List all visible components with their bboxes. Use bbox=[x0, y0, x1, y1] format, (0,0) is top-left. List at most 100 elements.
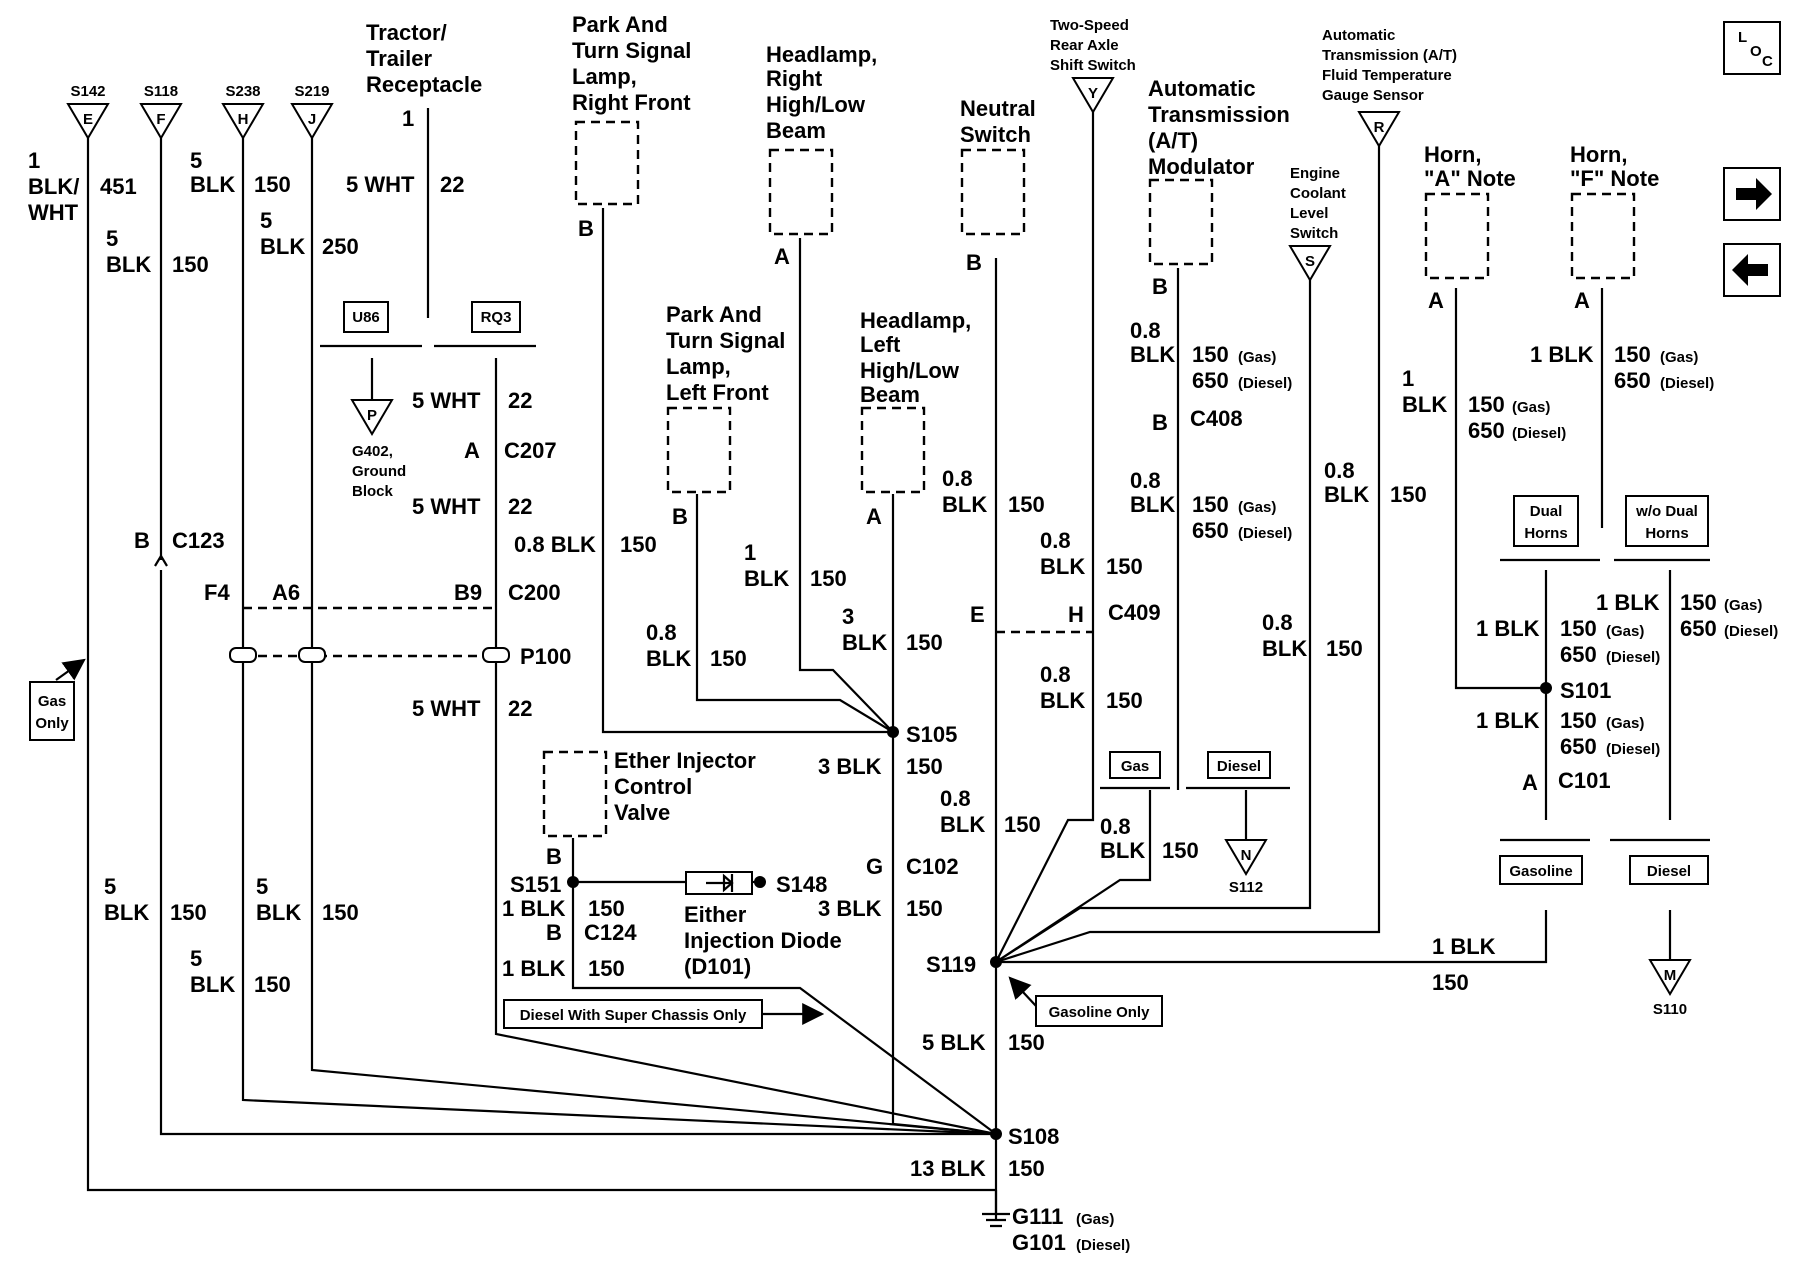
headlamp-right-l3: High/Low bbox=[766, 92, 866, 117]
wire-headlamp-left bbox=[891, 494, 997, 1136]
s238-bottom-color: BLK bbox=[190, 972, 235, 997]
dual-diesel-note: (Diesel) bbox=[1606, 649, 1660, 666]
s108-out-circuit: 150 bbox=[1008, 1156, 1045, 1181]
pin-a6: A6 bbox=[272, 580, 300, 605]
coolant-l2: Coolant bbox=[1290, 185, 1346, 202]
tractor-pin: 1 bbox=[402, 106, 414, 131]
tractor-circuit: 22 bbox=[440, 172, 464, 197]
pin-c124-b: B bbox=[546, 920, 562, 945]
pin-headlamp-left-a: A bbox=[866, 504, 882, 529]
s142-color-l1: BLK/ bbox=[28, 174, 79, 199]
ether-l3: Valve bbox=[614, 800, 670, 825]
neutral-size: 0.8 bbox=[942, 466, 973, 491]
letter-r: R bbox=[1374, 119, 1385, 136]
s142-circuit: 451 bbox=[100, 174, 137, 199]
tag-diesel-mod bbox=[1207, 751, 1271, 779]
loc-icon[interactable] bbox=[1723, 21, 1781, 75]
label-s238: S238 bbox=[225, 83, 260, 100]
triangle-g402 bbox=[350, 399, 394, 436]
coolant-circuit: 150 bbox=[1326, 636, 1363, 661]
horn-a-size: 1 bbox=[1402, 366, 1414, 391]
label-s105: S105 bbox=[906, 722, 957, 747]
box-ether-valve bbox=[542, 750, 608, 838]
s118-bottom-color: BLK bbox=[104, 900, 149, 925]
box-park-left bbox=[666, 406, 732, 494]
s119a-size: 0.8 bbox=[940, 786, 971, 811]
wht-c-circuit: 22 bbox=[508, 696, 532, 721]
park-right-wire: 0.8 BLK bbox=[514, 532, 596, 557]
coolant-color: BLK bbox=[1262, 636, 1307, 661]
triangle-s219 bbox=[290, 103, 334, 140]
headlamp-right-circuit: 150 bbox=[810, 566, 847, 591]
label-c101: C101 bbox=[1558, 768, 1611, 793]
letter-j: J bbox=[308, 111, 316, 128]
s219-bottom-size: 5 bbox=[256, 874, 268, 899]
horn-f-l2: "F" Note bbox=[1570, 166, 1659, 191]
park-left-l3: Lamp, bbox=[666, 354, 731, 379]
park-right-l4: Right Front bbox=[572, 90, 691, 115]
modulator-l3: (A/T) bbox=[1148, 128, 1198, 153]
tag-boxes: U86 RQ3 Gas Only Dual Horns w/o Dual Hor… bbox=[29, 301, 1709, 1029]
s151-circuit: 150 bbox=[588, 896, 625, 921]
park-right-l2: Turn Signal bbox=[572, 38, 691, 63]
two-speed-l1: Two-Speed bbox=[1050, 17, 1129, 34]
loc-icon-o: O bbox=[1750, 43, 1762, 60]
s219-color: BLK bbox=[260, 234, 305, 259]
nav-icons: L O C bbox=[1723, 21, 1781, 297]
headlamp-left-l1: Headlamp, bbox=[860, 308, 971, 333]
diode-l3: (D101) bbox=[684, 954, 751, 979]
tag-wo-dual-horns-l2: Horns bbox=[1645, 525, 1688, 542]
c102-out-circuit: 150 bbox=[906, 896, 943, 921]
wht-c-wire: 5 WHT bbox=[412, 696, 481, 721]
twospeed-size: 0.8 bbox=[1040, 528, 1071, 553]
tag-dual-horns bbox=[1513, 495, 1579, 547]
coolant-l3: Level bbox=[1290, 205, 1328, 222]
wire-22-to-s108 bbox=[494, 358, 997, 1136]
atf-l3: Fluid Temperature bbox=[1322, 67, 1452, 84]
dual-gas-note: (Gas) bbox=[1606, 623, 1644, 640]
atf-l2: Transmission (A/T) bbox=[1322, 47, 1457, 64]
tag-gasoline-only bbox=[1035, 995, 1163, 1027]
diode-glyph bbox=[706, 873, 734, 893]
headlamp-right-l1: Headlamp, bbox=[766, 42, 877, 67]
p100-pin-b9 bbox=[482, 647, 510, 663]
pin-b9: B9 bbox=[454, 580, 482, 605]
horn-f-circuit-diesel: 650 bbox=[1614, 368, 1651, 393]
connector-c123 bbox=[154, 555, 168, 567]
ground-symbol bbox=[982, 1212, 1010, 1228]
atf-color: BLK bbox=[1324, 482, 1369, 507]
tag-gasoline-text: Gasoline bbox=[1509, 863, 1572, 880]
s238-size: 5 bbox=[190, 148, 202, 173]
label-c123: C123 bbox=[172, 528, 225, 553]
horn-f-wire: 1 BLK bbox=[1530, 342, 1594, 367]
pin-modulator-b: B bbox=[1152, 274, 1168, 299]
text-labels: Tractor/ Trailer Receptacle Park And Tur… bbox=[28, 12, 1778, 1255]
two-speed-l2: Rear Axle bbox=[1050, 37, 1119, 54]
mod-circuit-gas: 150 bbox=[1192, 342, 1229, 367]
letter-p: P bbox=[367, 407, 377, 424]
triangle-atf bbox=[1357, 111, 1401, 148]
s118-bottom-size: 5 bbox=[104, 874, 116, 899]
wo-dual-gas-note: (Gas) bbox=[1724, 597, 1762, 614]
dual-circuit-diesel: 650 bbox=[1560, 642, 1597, 667]
label-s110: S110 bbox=[1653, 1001, 1687, 1018]
letter-s: S bbox=[1305, 253, 1315, 270]
park-right-l3: Lamp, bbox=[572, 64, 637, 89]
twospeed-circuit: 150 bbox=[1106, 554, 1143, 579]
wire-s238 bbox=[241, 138, 997, 1136]
wire-coolant bbox=[995, 268, 1312, 963]
modulator-l1: Automatic bbox=[1148, 76, 1256, 101]
tag-diesel-text: Diesel bbox=[1647, 863, 1691, 880]
c409-out-size: 0.8 bbox=[1040, 662, 1071, 687]
horn-f-diesel-note: (Diesel) bbox=[1660, 375, 1714, 392]
gasbranch-size: 0.8 bbox=[1100, 814, 1131, 839]
s101-out-diesel-note: (Diesel) bbox=[1606, 741, 1660, 758]
headlamp-right-l2: Right bbox=[766, 66, 823, 91]
tractor-l2: Trailer bbox=[366, 46, 432, 71]
diode-l2: Injection Diode bbox=[684, 928, 842, 953]
label-s101: S101 bbox=[1560, 678, 1611, 703]
pin-f4: F4 bbox=[204, 580, 230, 605]
tag-gas-only-line2: Only bbox=[35, 715, 69, 732]
tag-wo-dual-horns bbox=[1625, 495, 1709, 547]
